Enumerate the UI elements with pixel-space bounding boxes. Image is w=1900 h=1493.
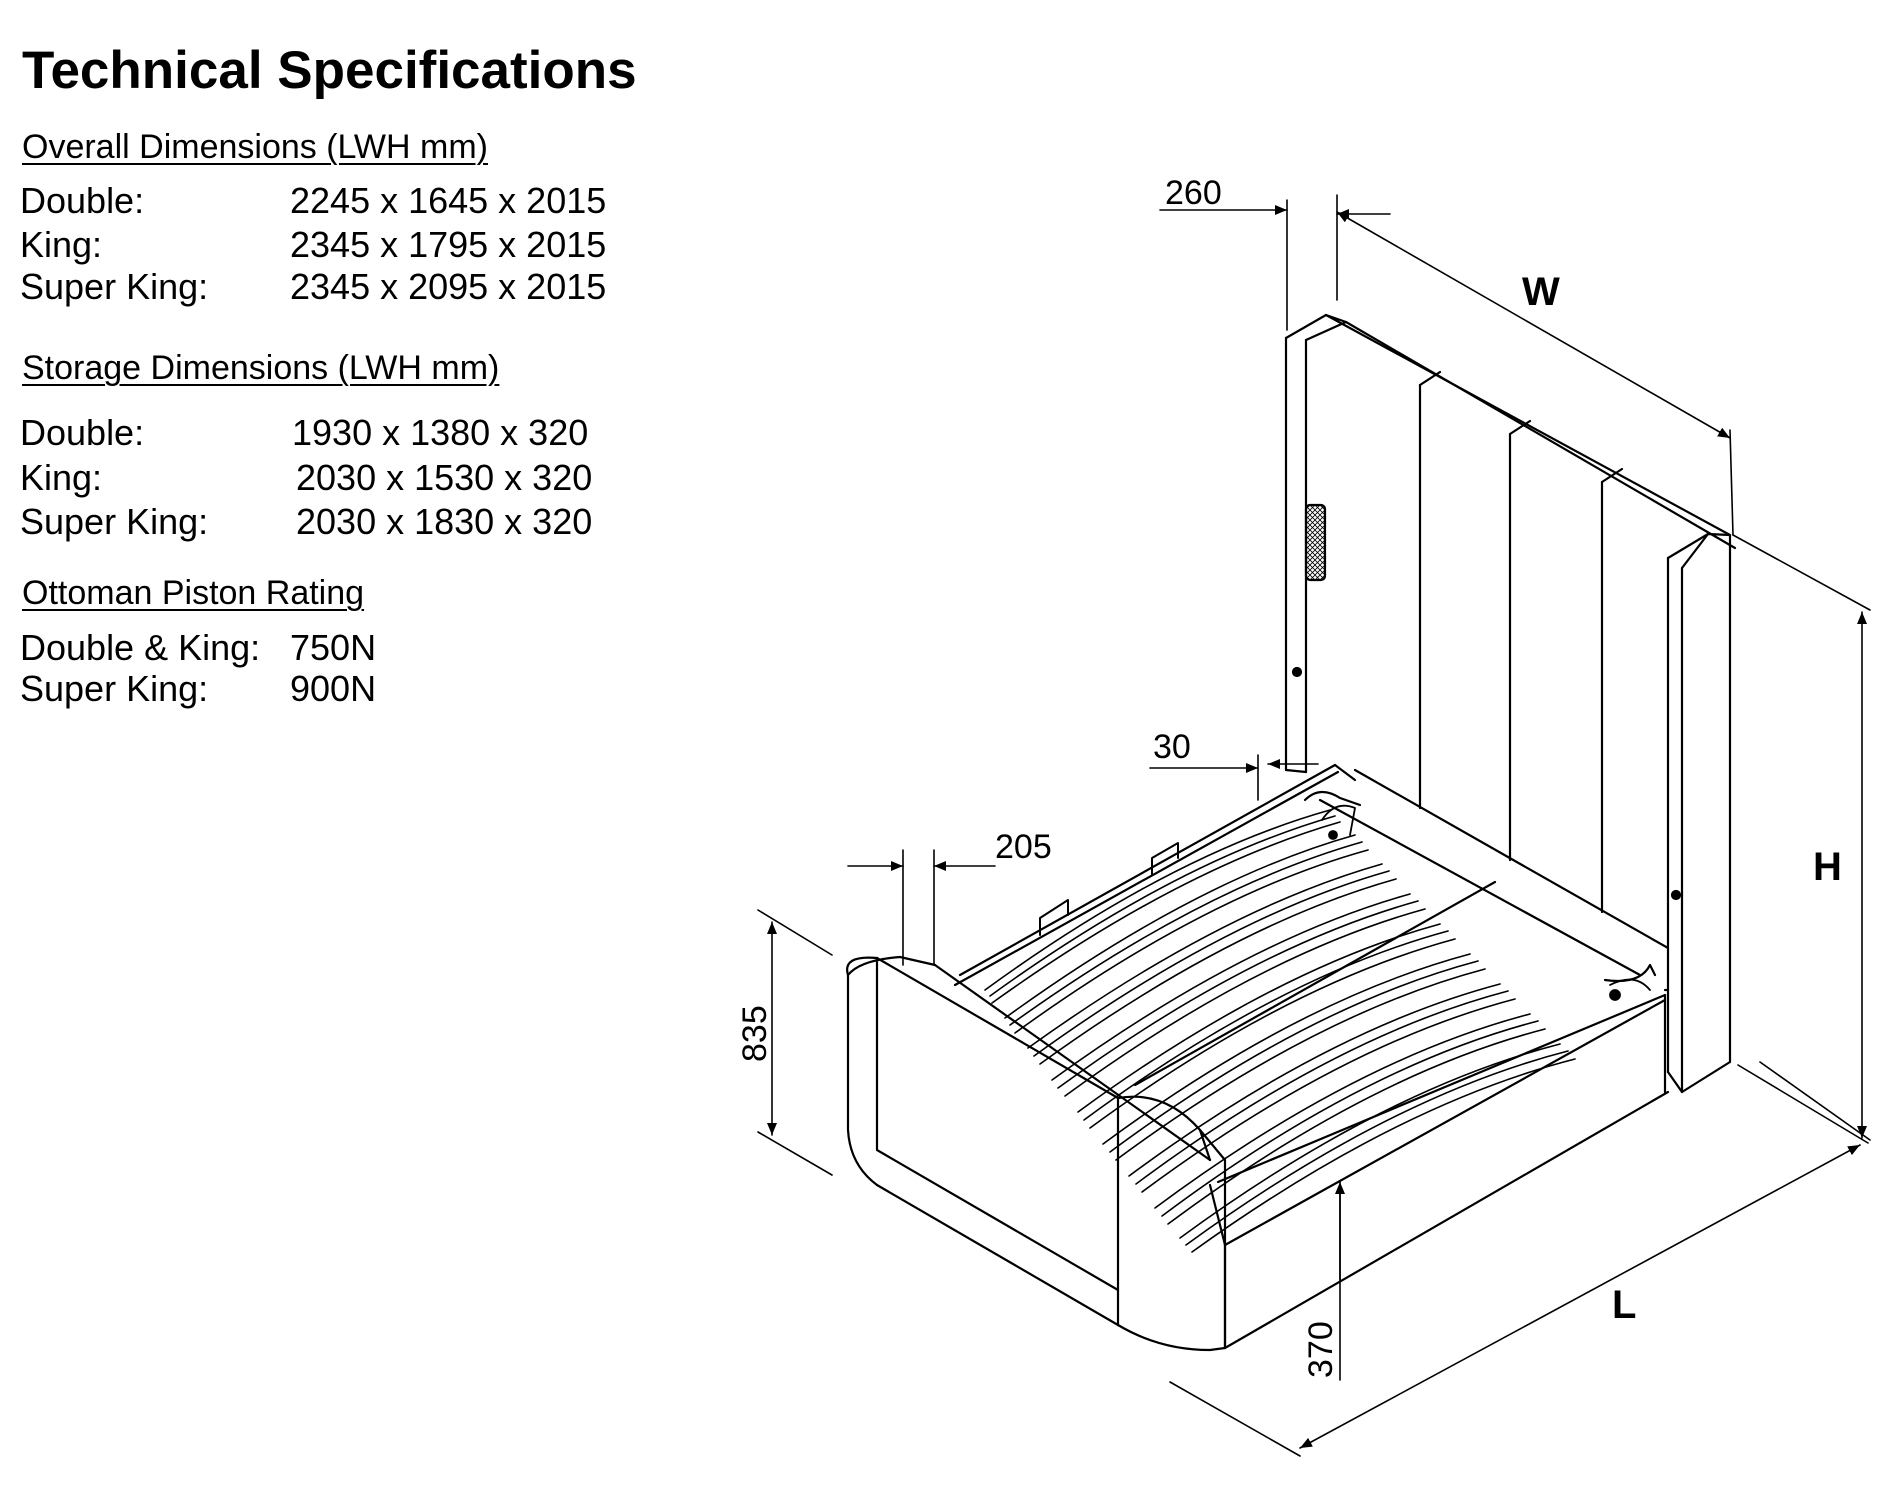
dim-label-side-rail-gap: 30 (1153, 728, 1191, 766)
storage-value: 1930 x 1380 x 320 (292, 412, 589, 453)
dim-label-footboard-depth: 205 (995, 828, 1052, 866)
overall-label: Super King: (20, 266, 209, 307)
lift-handles (1039, 842, 1179, 936)
dim-label-clearance: 370 (1302, 1321, 1340, 1378)
dim-label-length: L (1612, 1283, 1636, 1327)
storage-dimensions-heading: Storage Dimensions (LWH mm) (22, 349, 500, 387)
overall-value: 2345 x 1795 x 2015 (290, 224, 607, 265)
overall-dimensions-heading: Overall Dimensions (LWH mm) (22, 128, 488, 166)
bed-frame (953, 763, 1670, 1350)
overall-value: 2345 x 2095 x 2015 (290, 266, 607, 307)
overall-label: Double: (20, 180, 145, 221)
piston-rating-heading: Ottoman Piston Rating (22, 574, 365, 612)
piston-value: 900N (290, 668, 377, 709)
footboard (846, 955, 1227, 1352)
dim-label-headboard-depth: 260 (1165, 174, 1222, 212)
headboard (1284, 313, 1737, 1094)
piston-value: 750N (290, 627, 377, 668)
slats (984, 809, 1576, 1253)
dim-label-footboard-height: 835 (736, 1005, 774, 1062)
storage-label: Double: (20, 412, 145, 453)
storage-value: 2030 x 1830 x 320 (296, 501, 593, 542)
dimension-lines (757, 194, 1871, 1457)
storage-label: King: (20, 457, 103, 498)
dim-label-height: H (1813, 845, 1842, 889)
piston-label: Super King: (20, 668, 209, 709)
overall-value: 2245 x 1645 x 2015 (290, 180, 607, 221)
storage-label: Super King: (20, 501, 209, 542)
overall-label: King: (20, 224, 103, 265)
storage-value: 2030 x 1530 x 320 (296, 457, 593, 498)
piston-bracket (1321, 804, 1651, 1001)
piston-label: Double & King: (20, 627, 261, 668)
page-title: Technical Specifications (22, 41, 637, 100)
dim-label-width: W (1522, 270, 1560, 314)
